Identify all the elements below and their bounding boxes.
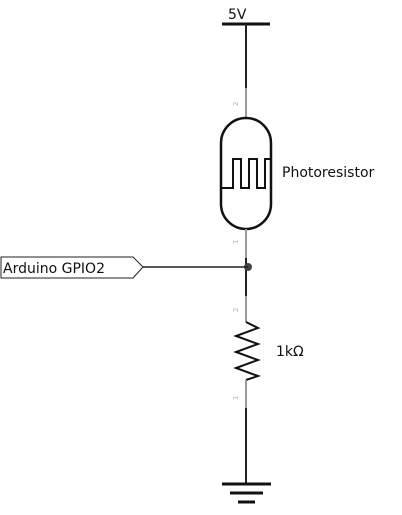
photoresistor-pin2-number: 2 xyxy=(232,102,240,106)
photoresistor-pin1-number: 1 xyxy=(232,240,240,244)
ground-symbol xyxy=(222,482,271,504)
arduino-gpio2-port: Arduino GPIO2 xyxy=(0,256,144,279)
resistor-pin1-number: 1 xyxy=(232,396,240,400)
resistor-label: 1kΩ xyxy=(276,344,304,360)
resistor-symbol xyxy=(233,321,262,381)
supply-label: 5V xyxy=(228,7,247,23)
photoresistor-symbol xyxy=(219,116,273,231)
photoresistor-label: Photoresistor xyxy=(282,165,375,181)
power-5v-symbol: 5V xyxy=(222,7,270,26)
port-label: Arduino GPIO2 xyxy=(3,261,105,277)
resistor-pin2-number: 2 xyxy=(232,308,240,312)
